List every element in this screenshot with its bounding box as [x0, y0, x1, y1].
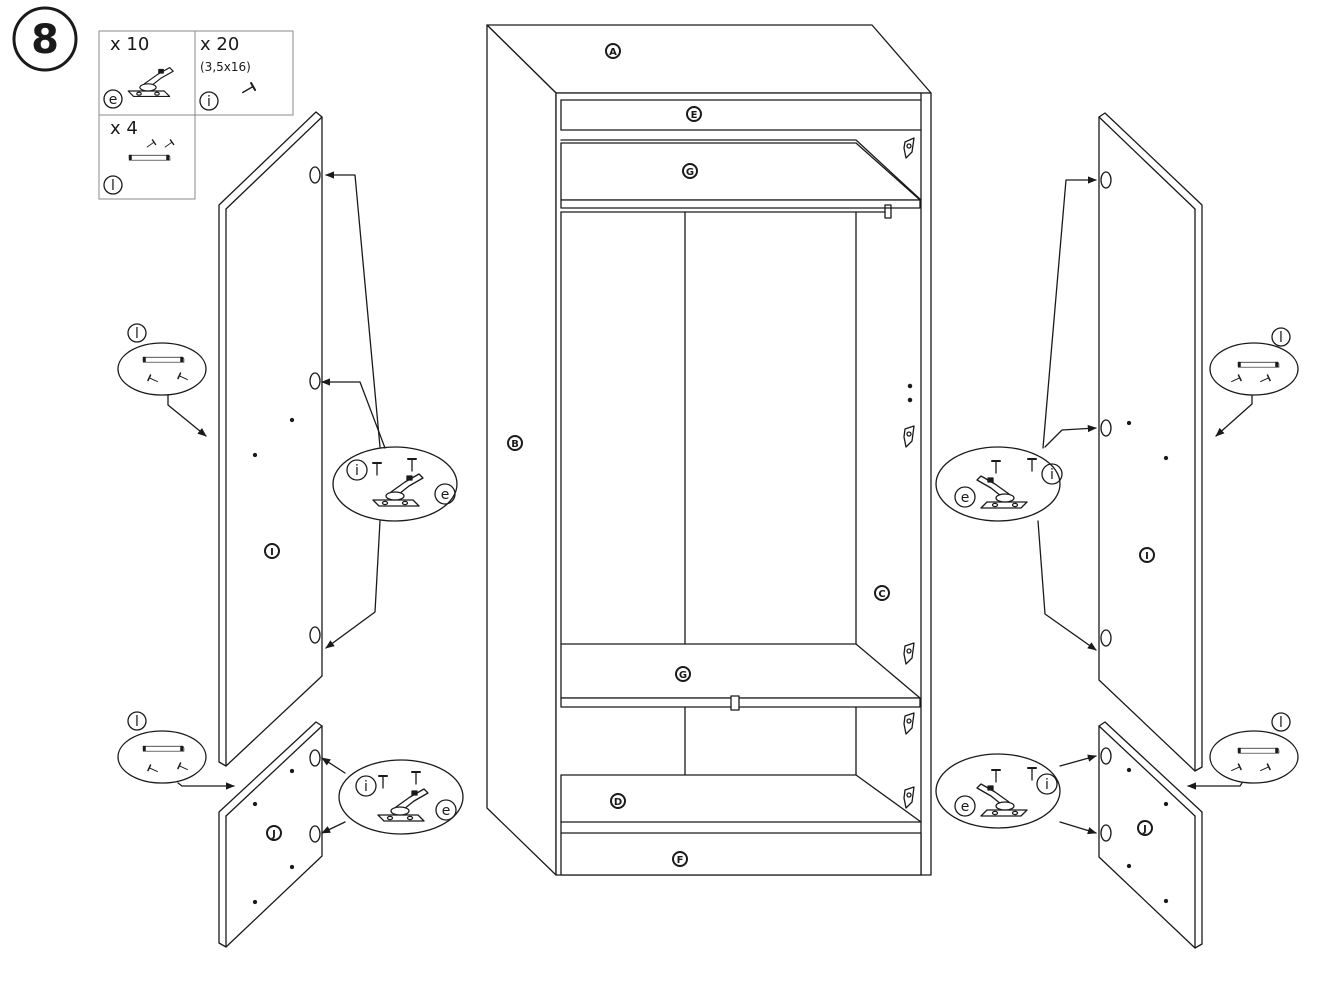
- left-handle-callout-upper: l: [117, 323, 207, 437]
- top-panel: [486, 24, 932, 94]
- svg-text:G: G: [686, 167, 694, 178]
- svg-text:i: i: [1045, 777, 1049, 793]
- svg-text:D: D: [614, 797, 622, 808]
- lower-shelf: [560, 643, 921, 699]
- label-left-lower-door: J: [266, 825, 282, 841]
- parts-box: x 10 e x 20 (3,5x16) i x 4 l: [98, 30, 294, 200]
- bottom-panel: [560, 774, 922, 823]
- handle-quantity: x 4: [110, 118, 138, 139]
- svg-text:B: B: [511, 439, 519, 450]
- svg-text:l: l: [111, 178, 115, 194]
- label-bottom: D: [610, 793, 626, 809]
- label-plinth: F: [672, 851, 688, 867]
- right-lower-door: [1098, 721, 1203, 949]
- right-hinge-callout-lower: i e: [935, 753, 1097, 835]
- svg-text:G: G: [679, 670, 687, 681]
- svg-text:l: l: [1279, 330, 1283, 346]
- svg-text:i: i: [355, 463, 359, 479]
- right-upper-door: [1098, 112, 1203, 772]
- svg-text:l: l: [135, 714, 139, 730]
- right-handle-callout-lower: l: [1187, 712, 1299, 790]
- label-upper-shelf: G: [682, 163, 698, 179]
- svg-text:l: l: [1279, 715, 1283, 731]
- svg-text:e: e: [109, 92, 118, 108]
- handle-code-badge: l: [103, 175, 123, 195]
- hinge-icon: [127, 67, 174, 97]
- wardrobe-carcass: [486, 24, 932, 876]
- handle-icon: [128, 154, 171, 161]
- label-right-side: C: [874, 585, 890, 601]
- svg-text:l: l: [135, 326, 139, 342]
- svg-text:e: e: [442, 803, 451, 819]
- svg-text:C: C: [878, 589, 885, 600]
- screw-icon: [239, 82, 257, 97]
- hinge-quantity: x 10: [110, 34, 149, 55]
- label-right-lower-door: J: [1137, 820, 1153, 836]
- left-upper-door: [218, 111, 323, 767]
- left-hinge-callout-upper: i e: [321, 171, 458, 649]
- svg-text:A: A: [609, 47, 617, 58]
- svg-text:e: e: [441, 487, 450, 503]
- right-handle-callout-upper: l: [1209, 327, 1299, 437]
- svg-text:F: F: [677, 855, 684, 866]
- hinge-code-badge: e: [103, 89, 123, 109]
- left-side-panel: [486, 24, 557, 876]
- left-lower-door: [218, 721, 323, 948]
- screw-code-badge: i: [199, 91, 219, 111]
- svg-text:e: e: [961, 799, 970, 815]
- label-lower-shelf: G: [675, 666, 691, 682]
- hinge-plate-icon: [903, 137, 915, 809]
- handle-screw-icon: [144, 139, 157, 151]
- handle-screw-icon: [162, 139, 175, 151]
- svg-text:E: E: [691, 110, 698, 121]
- label-left-side: B: [507, 435, 523, 451]
- step-number-badge: 8: [12, 6, 78, 72]
- svg-text:i: i: [207, 94, 211, 110]
- step-number: 8: [31, 17, 59, 63]
- svg-text:i: i: [364, 779, 368, 795]
- svg-text:J: J: [271, 829, 276, 840]
- screw-size: (3,5x16): [200, 60, 251, 74]
- right-hinge-callout-upper: i e: [935, 176, 1097, 651]
- upper-shelf: [560, 142, 921, 201]
- label-top: A: [605, 43, 621, 59]
- svg-text:i: i: [1050, 467, 1054, 483]
- label-top-rail: E: [686, 106, 702, 122]
- left-hinge-callout-lower: i e: [321, 757, 464, 835]
- left-handle-callout-lower: l: [117, 711, 235, 790]
- label-left-door: I: [264, 543, 280, 559]
- svg-text:J: J: [1142, 824, 1147, 835]
- svg-text:I: I: [1145, 551, 1149, 562]
- label-right-door: I: [1139, 547, 1155, 563]
- screw-quantity: x 20: [200, 34, 239, 55]
- svg-text:e: e: [961, 490, 970, 506]
- svg-text:I: I: [270, 547, 274, 558]
